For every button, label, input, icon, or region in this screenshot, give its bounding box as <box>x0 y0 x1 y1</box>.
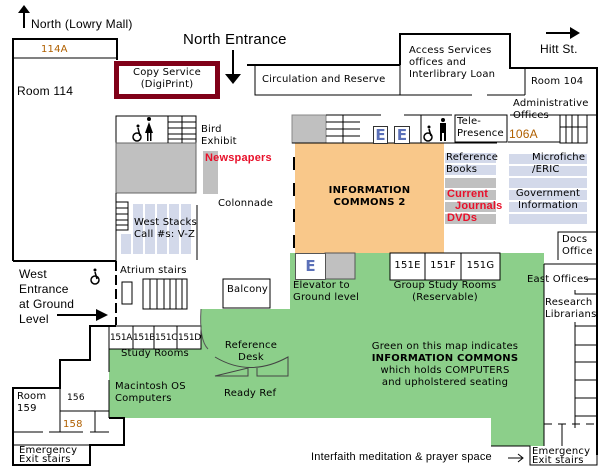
atrium-stairs-icon <box>142 278 188 310</box>
copy-service-border <box>114 61 220 99</box>
newspapers[interactable]: Newspapers <box>205 152 272 164</box>
elevator-icon[interactable]: E <box>394 126 410 144</box>
study-room-151c[interactable]: 151C <box>155 333 178 343</box>
room-104[interactable]: Room 104 <box>531 76 584 87</box>
elevator-ground-icon[interactable]: E <box>295 253 326 280</box>
west-stairs-icon <box>115 201 129 231</box>
north-entrance-arrow-icon <box>225 50 241 84</box>
ready-ref[interactable]: Ready Ref <box>224 388 277 399</box>
west-stacks-shelves <box>121 204 191 254</box>
room-151g[interactable]: 151G <box>466 260 495 271</box>
room-156[interactable]: 156 <box>67 393 85 403</box>
atrium-stairs: Atrium stairs <box>120 265 187 276</box>
wheelchair-icon <box>90 268 100 285</box>
west-entrance-arrow-icon <box>57 309 108 321</box>
north-label: North (Lowry Mall) <box>31 17 133 31</box>
microfiche-eric[interactable]: Microfiche/ERIC <box>532 152 586 175</box>
room-106a[interactable]: 106A <box>509 127 538 141</box>
east-offices[interactable]: East Offices <box>527 274 589 285</box>
study-rooms-block <box>108 325 202 350</box>
dvds[interactable]: DVDs <box>447 212 478 224</box>
east-arrow-icon <box>546 27 580 39</box>
study-rooms-label: Study Rooms <box>121 348 189 359</box>
telepresence-room[interactable]: Tele-Presence <box>457 116 504 139</box>
study-room-151a[interactable]: 151A <box>110 333 133 343</box>
north-arrow-icon <box>18 5 30 28</box>
restroom-woman-icon <box>145 117 153 141</box>
study-room-151d[interactable]: 151D <box>178 333 201 343</box>
wheelchair-icon <box>423 125 433 142</box>
wheelchair-icon <box>132 124 142 142</box>
reference-desk <box>214 356 289 377</box>
circulation-desk[interactable]: Circulation and Reserve <box>262 74 386 85</box>
room-114a[interactable]: 114A <box>41 44 68 55</box>
reference-shelves <box>445 153 496 224</box>
balcony[interactable]: Balcony <box>227 284 269 295</box>
newspapers-rack <box>203 151 218 194</box>
gray-block <box>115 142 197 194</box>
information-commons-area <box>109 253 544 446</box>
colonnade: Colonnade <box>218 198 274 209</box>
group-study-rooms-label: Group Study Rooms(Reservable) <box>393 280 497 303</box>
elevator-icon[interactable]: E <box>373 126 388 144</box>
room-151e[interactable]: 151E <box>394 260 421 271</box>
study-room-151b[interactable]: 151B <box>133 333 156 343</box>
hitt-street-label: Hitt St. <box>540 42 578 56</box>
copy-service[interactable]: Copy Service(DigiPrint) <box>133 67 201 90</box>
north-entrance-label[interactable]: North Entrance <box>183 31 287 48</box>
interfaith-space-label[interactable]: Interfaith meditation & prayer space <box>311 451 492 463</box>
stairs-icon <box>167 116 196 143</box>
east-stairs-icon <box>559 114 588 144</box>
microfiche-shelves <box>509 154 587 224</box>
restroom-man-icon <box>440 118 446 141</box>
room-114[interactable]: Room 114 <box>17 84 74 98</box>
room-151f[interactable]: 151F <box>430 260 456 271</box>
room-158[interactable]: 158 <box>63 419 83 430</box>
interfaith-arrow-icon <box>508 453 524 463</box>
information-commons-2-area <box>295 143 444 253</box>
